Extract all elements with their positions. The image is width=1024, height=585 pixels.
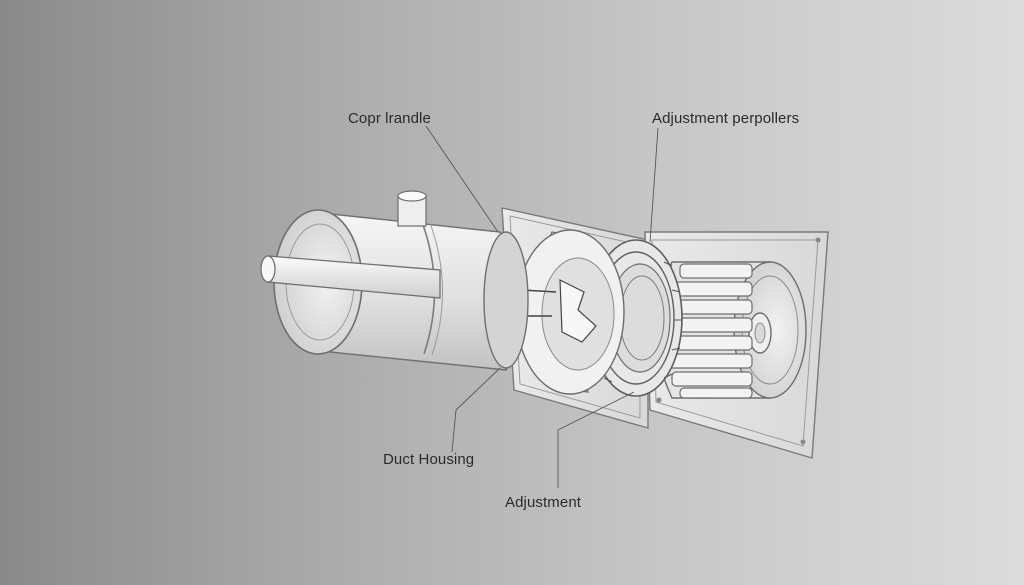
finned-cylinder [655,261,807,399]
callout-label-top-right: Adjustment perpollers [652,110,800,127]
callout-label-bottom-left: Duct Housing [383,451,475,468]
leader-line-top-right [649,127,659,243]
front-cap [515,229,625,395]
plate-bolt [800,439,806,445]
duct-housing [260,190,529,371]
leader-line-bottom-center [557,391,635,488]
callout-label-top-left: Copr lrandle [348,110,431,127]
plate-bolt [815,237,821,243]
callout-label-bottom-center: Adjustment [505,494,582,511]
plate-bolt [656,397,662,403]
leader-line-top-left [425,125,499,233]
leader-line-bottom-left [451,367,501,453]
